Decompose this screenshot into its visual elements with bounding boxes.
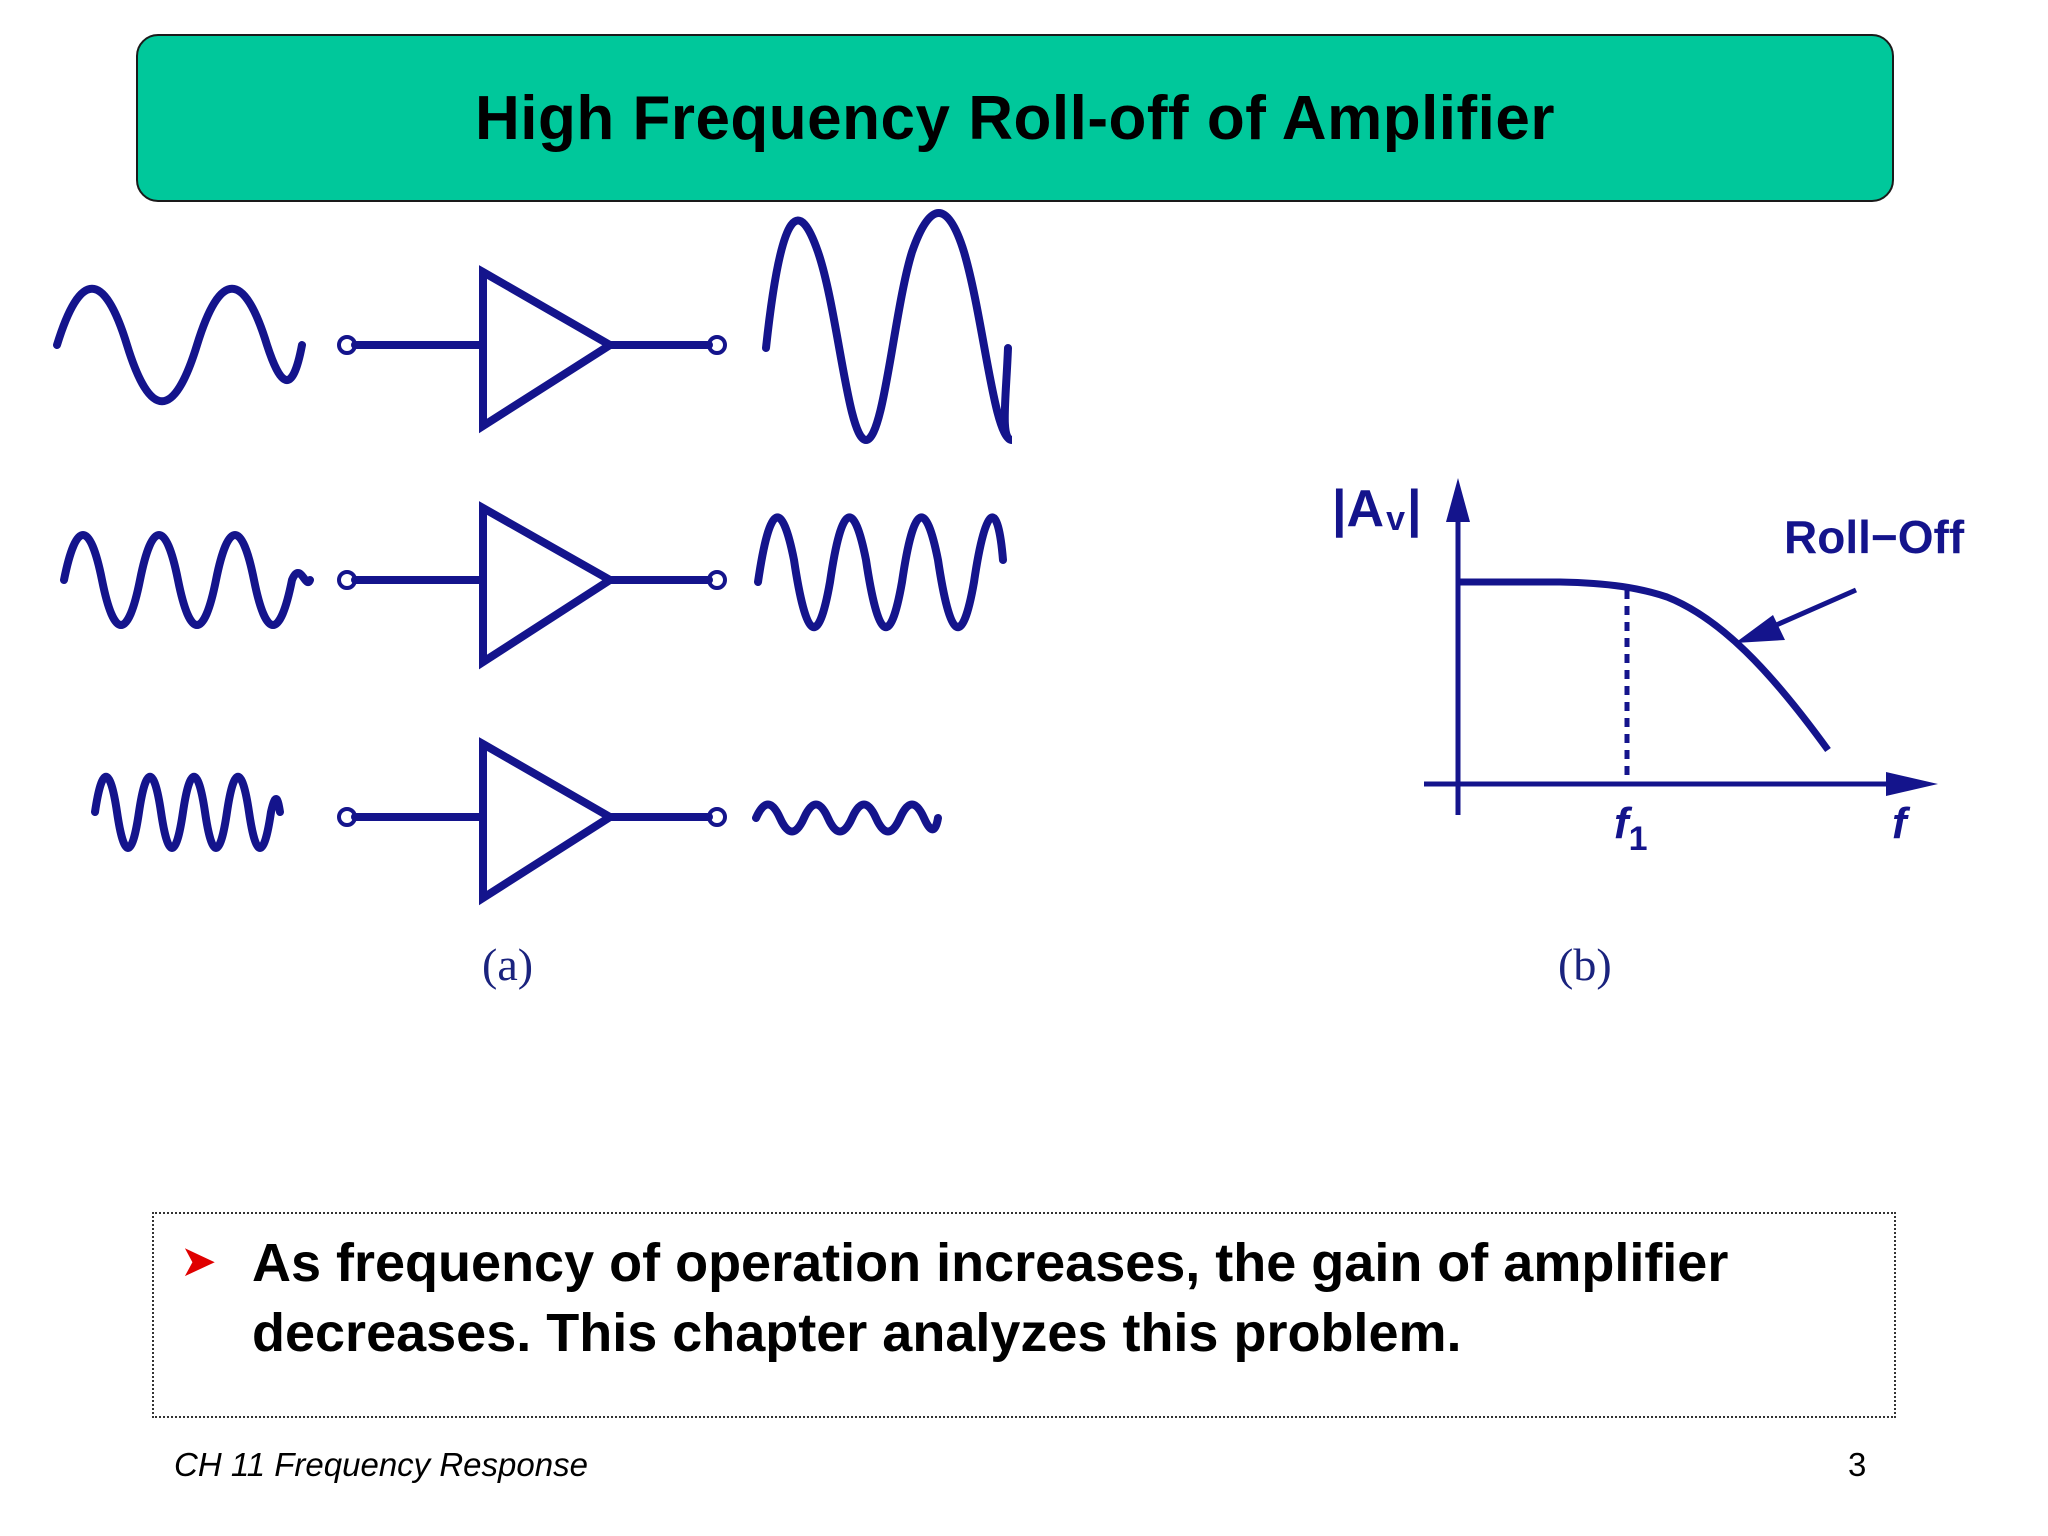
footer-page-number: 3 bbox=[1848, 1446, 1867, 1483]
x-axis-label: f bbox=[1892, 799, 1911, 848]
y-axis-label: |Av| bbox=[1332, 480, 1422, 538]
slide-title: High Frequency Roll-off of Amplifier bbox=[474, 83, 1556, 153]
output-sine-wave-3 bbox=[752, 800, 942, 836]
arrow-bullet-icon: ➤ bbox=[180, 1236, 217, 1287]
input-sine-wave-3 bbox=[91, 773, 284, 852]
amplifier-triangle-3 bbox=[479, 737, 618, 906]
gain-curve bbox=[1460, 578, 1831, 753]
figure-b-caption: (b) bbox=[1558, 939, 1612, 990]
output-terminal-3 bbox=[707, 807, 727, 827]
output-sine-wave-1 bbox=[762, 209, 1014, 445]
footer-chapter: CH 11 Frequency Response bbox=[174, 1446, 588, 1483]
rolloff-pointer-line bbox=[1763, 587, 1858, 633]
figure-a-caption: (a) bbox=[482, 939, 534, 990]
input-sine-wave-2 bbox=[60, 531, 314, 629]
f1-label: f1 bbox=[1614, 799, 1648, 858]
rolloff-label: Roll−Off bbox=[1784, 511, 1965, 563]
title-banner: High Frequency Roll-off of Amplifier bbox=[136, 34, 1894, 202]
input-sine-wave-1 bbox=[53, 284, 306, 406]
output-sine-wave-2 bbox=[754, 513, 1007, 632]
figure-b: |Av| Roll−Off f1 f bbox=[1332, 478, 1965, 858]
y-axis-arrowhead-icon bbox=[1446, 478, 1470, 522]
x-axis-arrowhead-icon bbox=[1886, 772, 1938, 796]
rolloff-arrowhead-icon bbox=[1735, 615, 1785, 643]
amplifier-triangle-2 bbox=[479, 501, 618, 670]
amplifier-triangle-1 bbox=[479, 265, 618, 434]
figure-a bbox=[53, 209, 1014, 906]
summary-text: As frequency of operation increases, the… bbox=[252, 1233, 1729, 1363]
output-terminal-2 bbox=[707, 570, 727, 590]
summary-note-box: ➤ As frequency of operation increases, t… bbox=[152, 1212, 1896, 1418]
output-terminal-1 bbox=[707, 335, 727, 355]
